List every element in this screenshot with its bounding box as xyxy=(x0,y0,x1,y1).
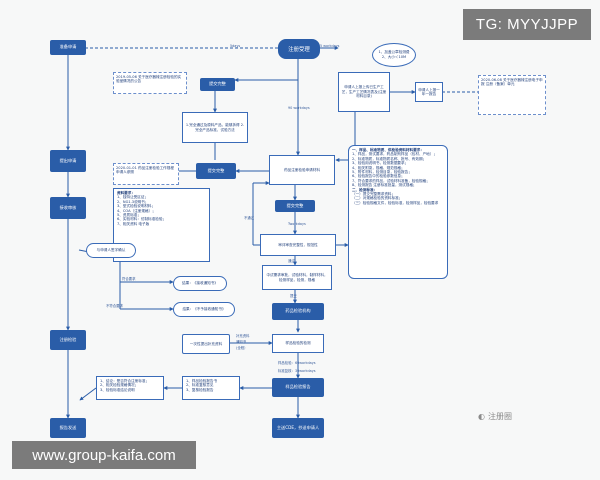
lower-pill: 一次性提出补充资料 xyxy=(182,334,230,354)
bottom-mid-item: 2、标准复核意见 xyxy=(186,383,214,388)
right-list-item: 4、相关附录，规格、规范规格； xyxy=(352,165,405,170)
watermark: ◐ 注册圈 xyxy=(478,411,512,422)
wechat-icon: ◐ xyxy=(478,412,485,421)
center-label-t1: Tworkdays xyxy=(288,222,306,226)
right-note: 2020-06-08 关于医疗器械注册电子申报 注册（备案）单元 xyxy=(478,75,546,115)
lower-center-2: 样品检验报告 xyxy=(272,378,324,397)
edge-label-c: 90 workdays xyxy=(288,106,310,110)
submit-node-2: 提交完整 xyxy=(196,163,236,179)
center-box-3: 审评审查完整性，规范性 xyxy=(260,234,336,256)
left-list-item: 7、相关资料 电子版 xyxy=(117,221,150,226)
right-list-item: 8、检测报告 注册标准批量，测试规格； xyxy=(352,183,417,188)
top-right-tag: TG: MYYJJPP xyxy=(463,9,591,40)
watermark-text: 注册圈 xyxy=(487,412,512,421)
bubble-line-1: 1、加盖公章检测费 xyxy=(378,50,410,54)
pill-reject: 结果：《不予接收通知书》 xyxy=(173,302,235,317)
right-list-item: 3、检验用说明书，检测数据要求； xyxy=(352,161,409,166)
center-box-1: 药品注册检验申请材料 xyxy=(284,167,320,172)
confirm-box: 1.完全通过及原料产品，能够拆得 2.完全产品标准，试验方法 xyxy=(182,112,248,143)
step-review: 接收审核 xyxy=(50,197,86,219)
bottom-left-tag: www.group-kaifa.com xyxy=(12,441,196,469)
right-list-item: 7、符合要求的样品，试验材料准备，检验规格； xyxy=(352,178,430,183)
left-list-item: 1、独特让受区证； xyxy=(117,195,149,200)
right-list-item: 5、附件材料，检测目录，检验报告； xyxy=(352,170,412,175)
right-list-item: （二）对规格检验的资料标准； xyxy=(352,196,403,201)
right-list-item: 1、样品，测试要求，药品制剂样品（包材、产地）； xyxy=(352,152,437,157)
left-list-item: 2、NG1.3说明书； xyxy=(117,199,149,204)
lower-center-label-2: 标准复核：30workdays xyxy=(278,369,316,373)
bottom-mid-list: 1、样品检验报告书 2、标准复核意见 3、复核检验报告 xyxy=(182,376,240,400)
notice-left: 2019-05-06 关于医疗器械注册检验的实验室情况的公告 xyxy=(113,72,187,94)
right-big-list: 一、样品、标准物质、供检验资料材料要求： 1、样品，测试要求，药品制剂样品（包材… xyxy=(348,145,448,279)
pill-accept: 结果：《接收通知书》 xyxy=(173,276,227,291)
step-submit: 提出申请 xyxy=(50,150,86,172)
center-box-4: 中试需求审批，试验材料，制样材料，检测样品，检测，规格 xyxy=(262,265,332,290)
left-list-title: 资料要求： xyxy=(117,191,135,195)
pill-sign-confirm: 与申请人签字确认 xyxy=(86,243,136,258)
right-list-item: （一）提交完整需求资料； xyxy=(352,192,396,197)
center-top-node: 注册受理 xyxy=(278,39,320,59)
center-label-side: 不通过 xyxy=(244,216,255,220)
right-list-item: （三）检验规格文件，检验标准，检测样品，检验要求 xyxy=(352,200,439,205)
bubble-line-2: 2、大小＜10M xyxy=(381,55,407,59)
lower-center-label-1: 样品检验：60workdays xyxy=(278,361,316,365)
lower-label-2: 通知书 xyxy=(236,340,247,344)
right-list-item: 2、标准物质，标准物质名称、批号、有效期； xyxy=(352,156,427,161)
right-list-item: 二、检测标准： xyxy=(352,187,378,192)
edge-label-b: 5 workdays xyxy=(320,44,340,48)
rule-note: 2020-01-01 药品注册检验工作规程申请人参照 xyxy=(113,163,179,185)
step-report: 报告发送 xyxy=(50,418,86,438)
step-prepare: 准备申请 xyxy=(50,40,86,55)
bottom-left-list: 1、结论：是否符合注册标准； 2、相关检验规格情况； 3、检验标准结论说明 xyxy=(96,376,164,400)
lower-center-3: 主送CDE，抄送申请人 xyxy=(272,418,324,438)
bottom-left-item: 1、结论：是否符合注册标准； xyxy=(100,379,150,383)
left-list-item: 4、COA（注册规格）； xyxy=(117,208,156,213)
right-top-box: 申请人上报上传已生产工艺，生产工艺情况表及(注册材料目录) xyxy=(338,72,390,112)
left-list-item: 6、实验材料：仿制标准检验； xyxy=(117,217,167,222)
lower-center-1: 样品检验的检测 xyxy=(272,334,324,353)
submit-node: 提交完整 xyxy=(200,78,235,91)
center-box-2: 提交完整 xyxy=(275,200,315,212)
bottom-left-item: 2、相关检验规格情况； xyxy=(100,383,139,388)
right-list-title: 一、样品、标准物质、供检验资料材料要求： xyxy=(352,148,424,152)
right-list-item: 6、检验报告中的检验参数信息； xyxy=(352,174,405,179)
center-box-5: 药品检验机构 xyxy=(272,303,324,320)
edge-label-a: 5days xyxy=(230,44,241,48)
lower-label-1: 补充资料 xyxy=(236,334,250,338)
bottom-mid-item: 1、样品检验报告书 xyxy=(186,379,218,383)
left-list-item: 3、型式检验说明材料； xyxy=(117,204,156,209)
branch-no-label: 不符合要求 xyxy=(106,304,123,308)
step-inspect: 注册检验 xyxy=(50,330,86,350)
center-label-t4: 提交 xyxy=(290,294,297,298)
bubble-note: 1、加盖公章检测费 2、大小＜10M xyxy=(372,43,416,67)
bottom-left-item: 3、检验标准结论说明 xyxy=(100,387,135,392)
center-label-t2: 通过 xyxy=(288,259,295,263)
bottom-mid-item: 3、复核检验报告 xyxy=(186,387,214,392)
branch-yes-label: 符合要求 xyxy=(122,277,136,281)
lower-label-3: (全程） xyxy=(236,346,248,350)
center-frame: 药品注册检验申请材料 xyxy=(269,155,335,185)
right-mid-box: 申请人上报一年一报告 xyxy=(415,82,443,102)
left-list-item: 5、资质标准； xyxy=(117,213,141,218)
